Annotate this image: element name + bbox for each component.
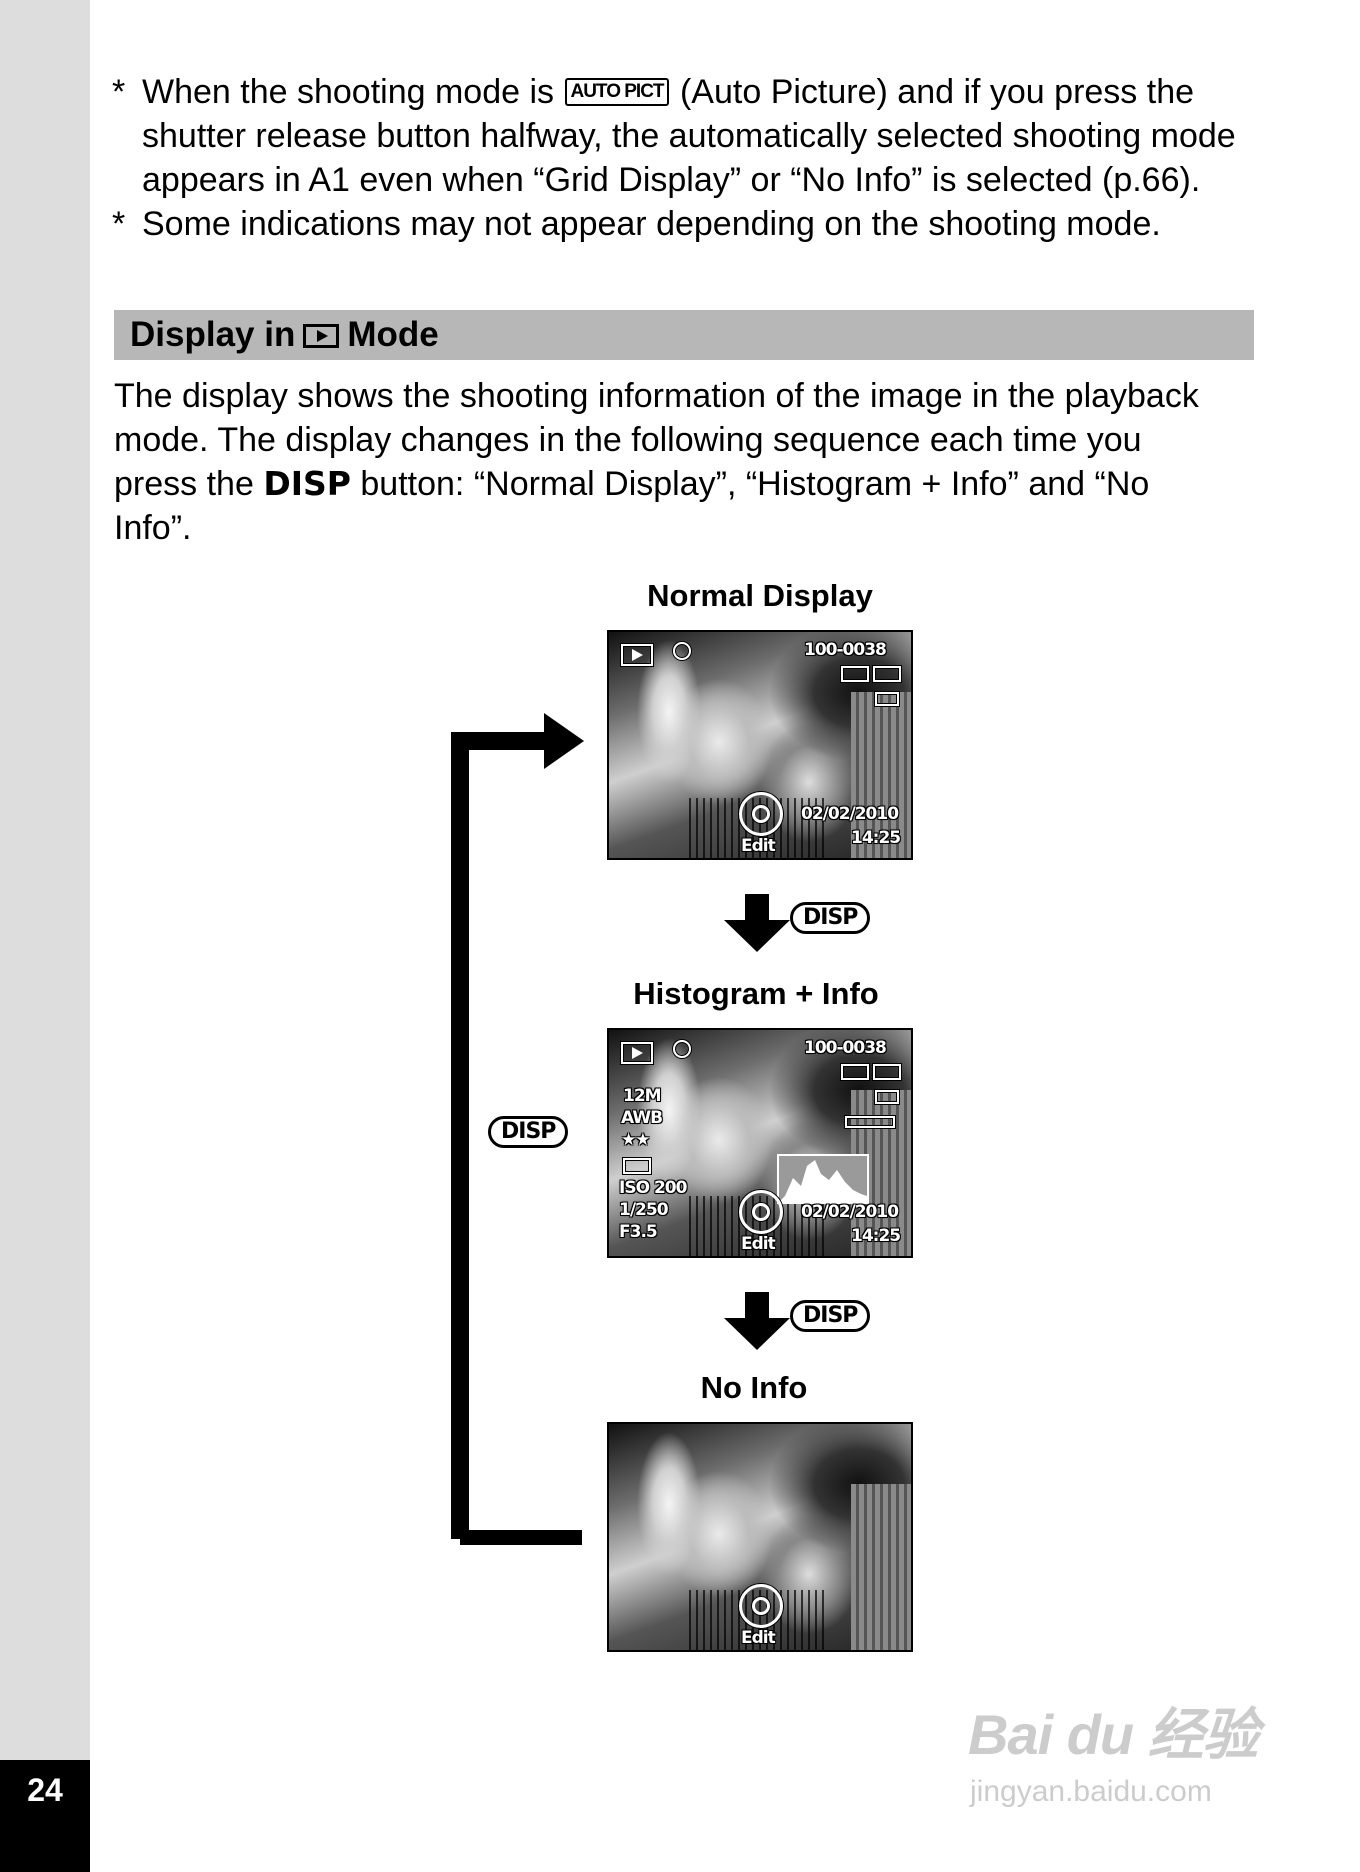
disp-label: DISP <box>263 464 351 503</box>
metering-icon <box>623 1158 651 1174</box>
caption-normal-display: Normal Display <box>647 578 873 613</box>
voice-memo-icon <box>841 1064 869 1080</box>
note-2-text: Some indications may not appear dependin… <box>142 205 1161 243</box>
baidu-watermark-url: jingyan.baidu.com <box>970 1775 1212 1808</box>
date: 02/02/2010 <box>801 804 899 824</box>
playback-icon <box>621 644 653 666</box>
screen-no-info: Edit <box>607 1422 913 1652</box>
face-icon <box>673 642 691 660</box>
intro-paragraph: The display shows the shooting informati… <box>114 377 1199 547</box>
edit-label: Edit <box>741 836 776 856</box>
edit-label: Edit <box>741 1234 776 1254</box>
edit-dial-icon <box>739 1584 783 1628</box>
caption-histogram-info: Histogram + Info <box>633 976 879 1011</box>
file-number: 100-0038 <box>804 640 887 660</box>
note-2: * Some indications may not appear depend… <box>112 202 1262 246</box>
notes: * When the shooting mode is AUTO PICT (A… <box>112 70 1262 246</box>
time: 14:25 <box>851 1226 901 1246</box>
battery-icon <box>875 692 899 706</box>
baidu-watermark-logo: Bai du 经验 <box>968 1703 1259 1766</box>
auto-picture-icon: AUTO PICT <box>565 78 669 106</box>
playback-icon <box>621 1042 653 1064</box>
playback-mode-icon <box>303 324 340 348</box>
screen-normal-display: 100-0038 Edit 02/02/2010 14:25 <box>607 630 913 860</box>
date: 02/02/2010 <box>801 1202 899 1222</box>
histogram <box>777 1154 869 1204</box>
note-1-text-start: When the shooting mode is <box>142 73 555 111</box>
aperture: F3.5 <box>619 1222 658 1242</box>
protect-key-icon <box>873 1064 901 1080</box>
note-1: * When the shooting mode is AUTO PICT (A… <box>112 70 1262 202</box>
disp-button-icon: DISP <box>790 1300 871 1332</box>
note-1-line-2: shutter release button halfway, the auto… <box>142 117 1236 155</box>
edit-dial-icon <box>739 1190 783 1234</box>
voice-memo-icon <box>841 666 869 682</box>
battery-icon <box>875 1090 899 1104</box>
bullet-asterisk: * <box>112 73 126 111</box>
file-number: 100-0038 <box>804 1038 887 1058</box>
quality-level: ★★ <box>621 1130 651 1150</box>
disp-button-icon: DISP <box>790 902 871 934</box>
recorded-size: 12M <box>623 1086 662 1106</box>
note-1-text-end: (Auto Picture) and if you press the <box>679 73 1195 111</box>
edit-label: Edit <box>741 1628 776 1648</box>
white-balance: AWB <box>621 1108 663 1128</box>
cycle-arrow <box>451 713 584 1545</box>
down-arrow-icon <box>724 894 790 952</box>
volume-icon <box>845 1116 895 1128</box>
bullet-asterisk: * <box>112 205 126 243</box>
protect-key-icon <box>873 666 901 682</box>
iso-sensitivity: ISO 200 <box>619 1178 687 1198</box>
down-arrow-icon <box>724 1292 790 1350</box>
face-icon <box>673 1040 691 1058</box>
page-tab <box>0 1760 90 1872</box>
edit-dial-icon <box>739 792 783 836</box>
note-1-line-3: appears in A1 even when “Grid Display” o… <box>142 161 1201 199</box>
page-number: 24 <box>27 1772 63 1808</box>
time: 14:25 <box>851 828 901 848</box>
screen-histogram-info: 100-0038 12M AWB ★★ ISO 200 1/250 F3.5 E… <box>607 1028 913 1258</box>
caption-no-info: No Info <box>700 1370 808 1405</box>
disp-button-icon: DISP <box>488 1116 569 1148</box>
side-strip <box>0 0 90 1760</box>
shutter-speed: 1/250 <box>619 1200 669 1220</box>
